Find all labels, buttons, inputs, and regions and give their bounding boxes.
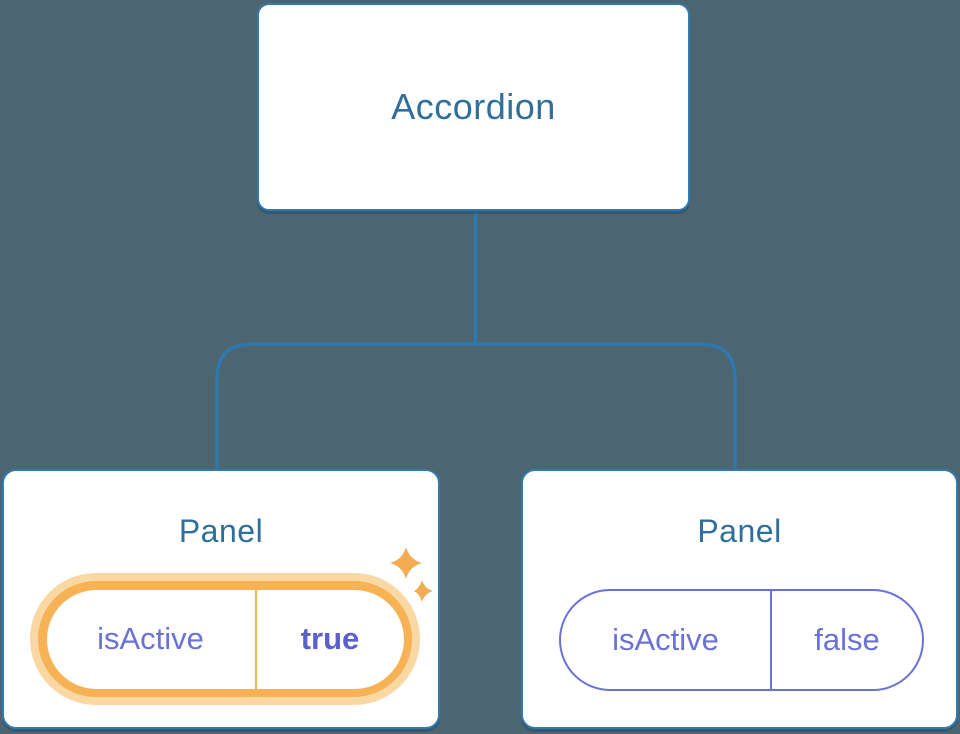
- state-value-label: false: [814, 622, 880, 657]
- connector-branch: [215, 342, 737, 472]
- panel-inactive-label: Panel: [697, 513, 782, 549]
- state-value-label: true: [300, 621, 360, 656]
- state-pill-active: isActive true: [38, 581, 412, 697]
- state-pill-inactive: isActive false: [559, 589, 924, 691]
- state-pill-glow: isActive true: [30, 573, 420, 705]
- accordion-node-label: Accordion: [391, 86, 556, 127]
- state-key-label: isActive: [47, 589, 257, 689]
- state-pill-active-body: isActive true: [46, 589, 404, 689]
- panel-node-inactive: Panel isActive false: [521, 469, 958, 729]
- panel-active-label: Panel: [178, 513, 264, 549]
- accordion-node: Accordion: [257, 3, 690, 211]
- panel-node-active: Panel isActive true: [2, 469, 440, 729]
- state-key-label: isActive: [561, 591, 772, 689]
